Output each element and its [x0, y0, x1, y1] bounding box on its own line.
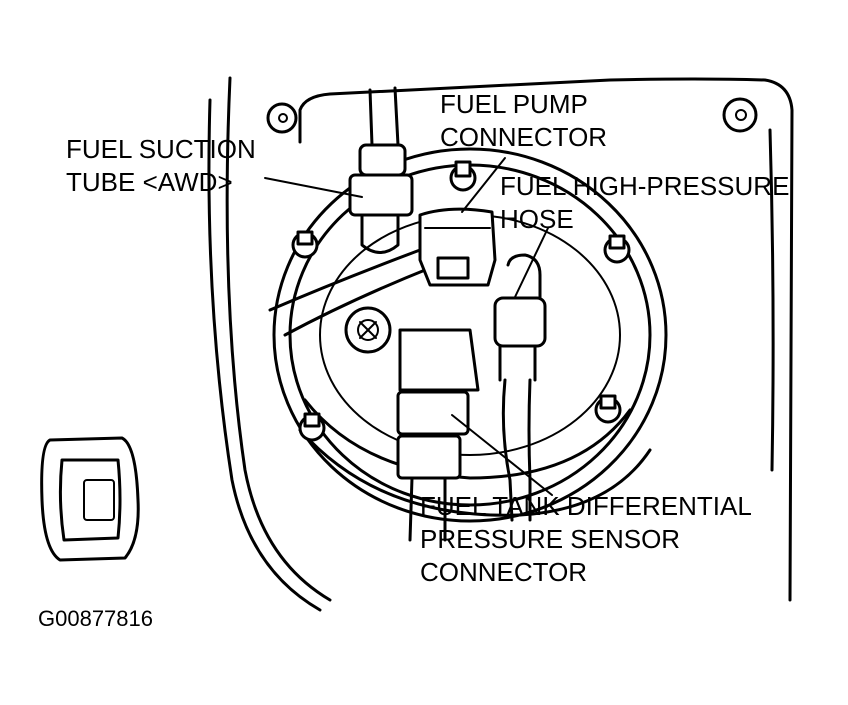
access-panel-outline: [207, 76, 794, 612]
flange-bolt: [594, 394, 622, 424]
leader-fuel-suction-tube: [264, 177, 363, 198]
flange-bolts: [291, 160, 631, 442]
callout-line: TUBE <AWD>: [66, 167, 233, 197]
callout-line: HOSE: [500, 204, 574, 234]
panel-screw-right: [722, 97, 758, 133]
callout-line: CONNECTOR: [440, 122, 608, 152]
pressure-sensor-connector-part: [396, 328, 480, 542]
callout-line: PRESSURE SENSOR: [420, 524, 681, 554]
fuel-pump-connector-part: [418, 207, 497, 287]
callout-line: FUEL PUMP: [440, 89, 588, 119]
flange-bolt: [291, 230, 319, 259]
callout-fuel-tank-pressure-sensor-connector: FUEL TANK DIFFERENTIAL PRESSURE SENSOR C…: [420, 490, 752, 589]
flange-bolt: [449, 160, 477, 192]
figure-id: G00877816: [38, 606, 153, 631]
fuel-high-pressure-hose-part: [493, 253, 547, 522]
callout-fuel-pump-connector: FUEL PUMP CONNECTOR: [440, 88, 607, 154]
leader-pressure-sensor-connector: [451, 414, 553, 496]
callout-fuel-high-pressure-hose: FUEL HIGH-PRESSURE HOSE: [500, 170, 789, 236]
leader-lines: [264, 157, 553, 496]
callout-line: FUEL HIGH-PRESSURE: [500, 171, 790, 201]
callout-fuel-suction-tube: FUEL SUCTION TUBE <AWD>: [66, 133, 256, 199]
flange-bolt: [298, 412, 326, 442]
flange-bolt: [603, 234, 631, 264]
panel-screw-left: [266, 102, 298, 134]
callout-line: FUEL TANK DIFFERENTIAL: [420, 491, 752, 521]
fuel-suction-tube: [268, 86, 447, 337]
vent-cap: [344, 306, 392, 354]
callout-line: FUEL SUCTION: [66, 134, 256, 164]
fuel-pump-flange: [272, 147, 668, 523]
callout-line: CONNECTOR: [420, 557, 588, 587]
leader-fuel-high-pressure-hose: [514, 227, 549, 298]
leader-fuel-pump-connector: [461, 157, 506, 213]
side-body-connector: [40, 436, 140, 562]
